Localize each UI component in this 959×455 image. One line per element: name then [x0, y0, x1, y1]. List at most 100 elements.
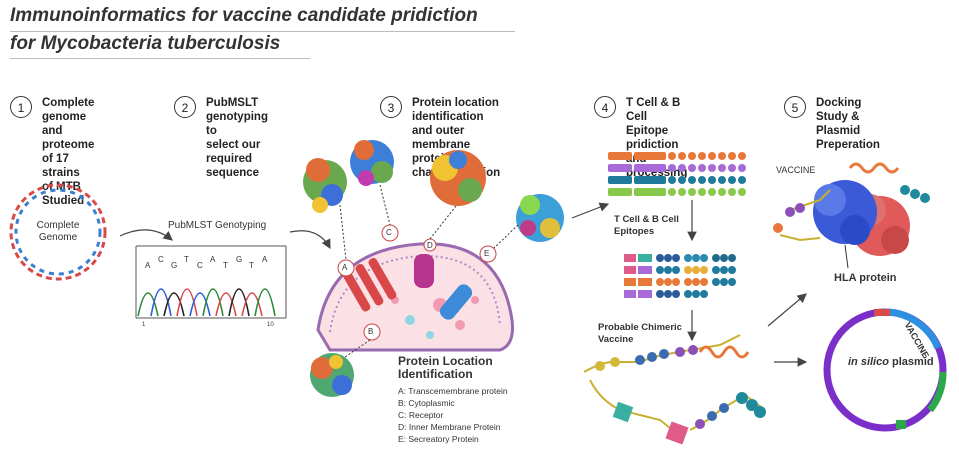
chromatogram-peak — [202, 288, 224, 317]
step-1-text: Complete genome and proteome of 17 strai… — [42, 97, 95, 207]
epitope-bead — [738, 152, 746, 160]
chromatogram-peak — [176, 288, 198, 317]
chromatogram-peak — [163, 292, 185, 317]
epitope-bead — [668, 164, 676, 172]
epitope-bead — [738, 164, 746, 172]
base-letter: A — [210, 255, 216, 264]
location-item-d: D: Inner Membrane Protein — [398, 422, 501, 432]
chromatogram-peak — [137, 292, 159, 317]
docking-complex — [773, 162, 930, 256]
base-letter: A — [262, 255, 268, 264]
epitope-bead — [728, 152, 736, 160]
epitope-bead — [688, 188, 696, 196]
trace-axis-end: 10 — [267, 322, 274, 328]
arrow-genotyping-to-cell — [289, 230, 331, 250]
location-item-a: A: Transcemembrane protein — [398, 386, 508, 396]
title-line-1: Immunoinformatics for vaccine candidate … — [10, 5, 478, 26]
epitope-bead — [728, 176, 736, 184]
epitope-bead — [718, 176, 726, 184]
bacterial-cell — [316, 224, 514, 352]
arrow-cell-to-epitopes — [571, 202, 610, 219]
hla-label: HLA protein — [834, 272, 897, 284]
arrow-to-docking — [767, 293, 807, 327]
chromatogram-peak — [189, 292, 211, 317]
marker-b: B — [368, 327, 374, 336]
base-letter: C — [197, 261, 203, 270]
epitope-bead — [678, 152, 686, 160]
step-2-number: 2 — [174, 96, 196, 118]
processed-epitopes — [624, 254, 736, 298]
marker-a: A — [342, 263, 348, 272]
epitope-bead — [698, 188, 706, 196]
chimeric-label: Probable Chimeric Vaccine — [598, 322, 682, 345]
marker-e: E — [484, 249, 490, 258]
location-item-e: E: Secreatory Protein — [398, 434, 479, 444]
plasmid-label-italic: in silico — [848, 356, 889, 368]
plasmid-label: in silico plasmid — [848, 356, 934, 368]
epitope-chains — [608, 152, 746, 196]
chromatogram-peak — [215, 292, 237, 317]
title-underline-1 — [10, 31, 515, 32]
base-letter: T — [223, 261, 228, 270]
marker-d: D — [427, 241, 433, 250]
step-4-number: 4 — [594, 96, 616, 118]
epitope-bead — [678, 164, 686, 172]
genome-circle — [9, 183, 107, 281]
docking-vaccine-label: VACCINE — [776, 165, 816, 175]
title-underline-2 — [10, 58, 310, 59]
base-letter: T — [184, 255, 189, 264]
base-letter: C — [158, 255, 164, 264]
chromatogram-peak — [241, 292, 263, 317]
base-letter: G — [171, 261, 178, 270]
epitope-bead — [738, 188, 746, 196]
genome-label: Complete Genome — [36, 220, 80, 243]
chromatogram — [135, 245, 287, 319]
epitope-bead — [728, 164, 736, 172]
location-heading: Protein Location Identification — [398, 354, 493, 381]
step-2-text: PubMSLT genotyping to select our require… — [206, 97, 268, 179]
hla-pointer — [844, 244, 849, 269]
epitope-bead — [718, 188, 726, 196]
trace-axis-start: 1 — [142, 322, 146, 328]
step-1-number: 1 — [10, 96, 32, 118]
epitope-bead — [678, 176, 686, 184]
location-item-c: C: Receptor — [398, 410, 444, 420]
step-5-number: 5 — [784, 96, 806, 118]
epitope-bead — [688, 164, 696, 172]
step-3-number: 3 — [380, 96, 402, 118]
epitope-bead — [728, 188, 736, 196]
epitope-bead — [698, 176, 706, 184]
protein-structures — [303, 140, 564, 397]
epitope-bead — [708, 164, 716, 172]
chimeric-vaccine-chain — [583, 334, 766, 445]
epitope-bead — [678, 188, 686, 196]
epitopes-label: T Cell & B Cell Epitopes — [614, 214, 679, 237]
epitope-bead — [688, 152, 696, 160]
title-line-2: for Mycobacteria tuberculosis — [10, 33, 281, 54]
epitope-bead — [708, 176, 716, 184]
location-item-b: B: Cytoplasmic — [398, 398, 455, 408]
plasmid-label-rest: plasmid — [888, 356, 934, 368]
epitope-bead — [668, 188, 676, 196]
epitope-bead — [718, 164, 726, 172]
plasmid — [823, 308, 947, 432]
chromatogram-peak — [228, 288, 250, 317]
epitope-bead — [668, 152, 676, 160]
genotyping-label: PubMLST Genotyping — [168, 220, 267, 231]
epitope-bead — [668, 176, 676, 184]
chromatogram-peak — [254, 288, 276, 317]
base-letter: A — [145, 261, 151, 270]
epitope-bead — [698, 152, 706, 160]
epitope-bead — [738, 176, 746, 184]
epitope-bead — [718, 152, 726, 160]
epitope-bead — [708, 188, 716, 196]
base-letter: G — [236, 255, 243, 264]
step-5-text: Docking Study & Plasmid Preperation — [816, 97, 880, 151]
epitope-bead — [708, 152, 716, 160]
chromatogram-peak — [150, 288, 172, 317]
base-letter: T — [249, 261, 254, 270]
marker-c: C — [386, 228, 392, 237]
epitope-bead — [698, 164, 706, 172]
arrow-genome-to-genotyping — [119, 229, 173, 241]
